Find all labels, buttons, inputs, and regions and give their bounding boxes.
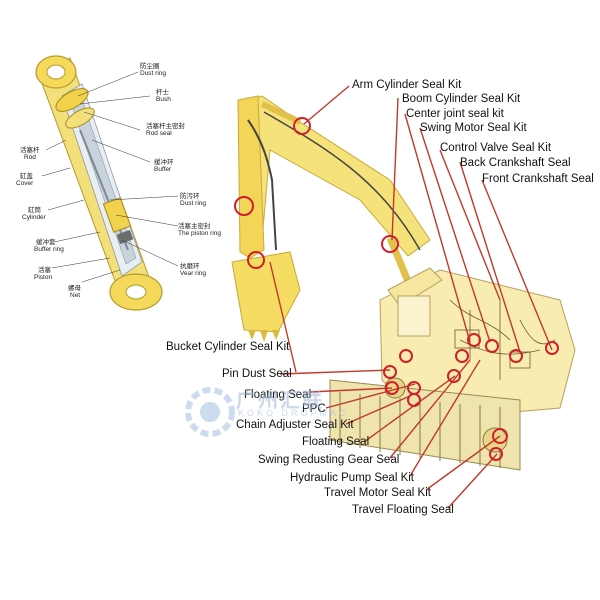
label-wear-ring-en: Vear ring xyxy=(180,270,207,277)
hydraulic-cylinder xyxy=(35,55,179,311)
callout-floating-seal-1: Floating Seal xyxy=(244,389,312,401)
callout-swing-reducing: Swing Redusting Gear Seal xyxy=(258,454,400,466)
label-rod-en: Rod xyxy=(24,154,36,161)
label-cylinder-cn: 缸筒 xyxy=(28,207,41,214)
label-dust-ring2-cn: 防污环 xyxy=(180,193,200,200)
label-dust-ring2-en: Dust ring xyxy=(180,200,207,207)
callout-boom-cylinder: Boom Cylinder Seal Kit xyxy=(402,93,521,105)
label-nut-en: Net xyxy=(70,292,81,299)
label-dust-ring-en: Dust ring xyxy=(140,70,167,77)
label-dust-ring-cn: 防尘圈 xyxy=(140,63,160,70)
callout-hydraulic-pump: Hydraulic Pump Seal Kit xyxy=(290,472,414,484)
callout-travel-floating: Travel Floating Seal xyxy=(352,504,454,516)
callout-ppc: PPC xyxy=(302,403,326,415)
label-buffer-en: Buffer xyxy=(154,166,172,173)
watermark-logo xyxy=(185,387,235,437)
callout-swing-motor: Swing Motor Seal Kit xyxy=(420,122,527,134)
label-cover-cn: 缸盖 xyxy=(20,173,33,180)
seal-markers xyxy=(234,117,559,461)
label-rod-cn: 活塞杆 xyxy=(20,147,40,154)
callout-arm-cylinder: Arm Cylinder Seal Kit xyxy=(352,79,462,91)
callout-back-crankshaft: Back Crankshaft Seal xyxy=(460,157,571,169)
label-cylinder-en: Cylinder xyxy=(22,214,46,221)
callout-floating-seal-2: Floating Seal xyxy=(302,436,370,448)
label-cover-en: Cover xyxy=(16,180,34,187)
callout-pin-dust: Pin Dust Seal xyxy=(222,368,292,380)
callout-center-joint: Center joint seal kit xyxy=(406,108,504,120)
label-rod-seal-en: Rod seal xyxy=(146,130,172,137)
label-wear-ring-cn: 抗磨环 xyxy=(180,263,200,270)
label-rod-seal-cn: 活塞杆主密封 xyxy=(146,123,185,130)
label-piston-en: Piston xyxy=(34,274,53,281)
watermark-cn: 广州汇联 xyxy=(236,390,324,412)
callout-leader-lines xyxy=(269,85,553,509)
callout-travel-motor: Travel Motor Seal Kit xyxy=(324,487,431,499)
label-buffer-ring-en: Buffer ring xyxy=(34,246,64,253)
excavator-illustration xyxy=(231,95,576,471)
callout-control-valve: Control Valve Seal Kit xyxy=(440,142,552,154)
label-nut-cn: 螺母 xyxy=(68,285,81,292)
callout-chain-adjuster: Chain Adjuster Seal Kit xyxy=(236,419,354,431)
label-buffer-cn: 缓冲环 xyxy=(154,159,174,166)
label-piston-ring-cn: 活塞主密封 xyxy=(178,223,211,230)
watermark-en: KOKO DROPMAC xyxy=(238,408,349,418)
label-bush-en: Bush xyxy=(156,96,171,103)
callout-bucket-cylinder: Bucket Cylinder Seal Kit xyxy=(166,341,290,353)
label-buffer-ring-cn: 缓冲套 xyxy=(36,239,56,246)
label-piston-ring-en: The piston ring xyxy=(178,230,221,237)
label-piston-cn: 活塞 xyxy=(38,267,51,274)
label-bush-cn: 杆士 xyxy=(156,89,169,96)
callout-front-crankshaft: Front Crankshaft Seal xyxy=(482,173,594,185)
